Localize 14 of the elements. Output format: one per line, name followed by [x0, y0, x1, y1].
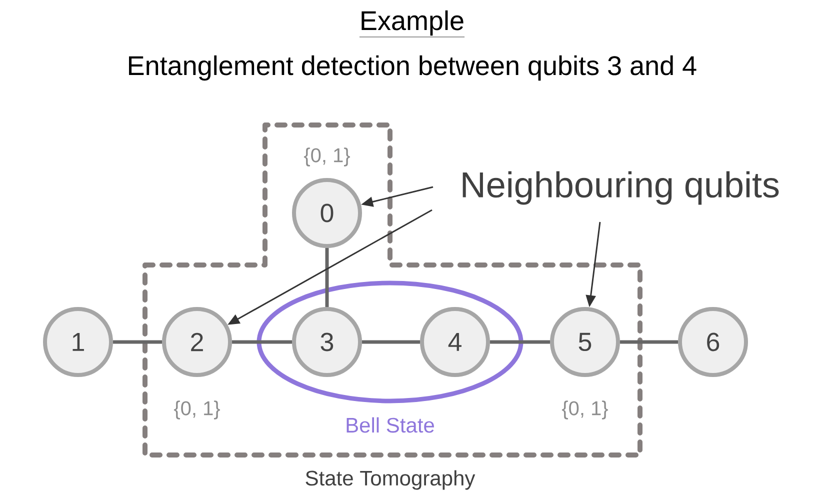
coupling-line: [113, 340, 162, 344]
coupling-line: [362, 340, 420, 344]
node-label: State Tomography: [306, 470, 476, 490]
node-label: Bell State: [346, 417, 434, 433]
title: Example: [359, 10, 465, 38]
coupling-line: [620, 340, 678, 344]
coupling-line: [232, 340, 292, 344]
state-set-label: {0, 1}: [304, 148, 350, 166]
callout-text: Neighbouring qubits: [462, 171, 779, 205]
subtitle: Entanglement detection between qubits 3 and 4: [129, 55, 696, 81]
coupling-line: [325, 248, 329, 307]
state-set-label: {0, 1}: [174, 400, 220, 420]
state-set-label: {0, 1}: [562, 400, 608, 420]
coupling-line: [490, 340, 550, 344]
